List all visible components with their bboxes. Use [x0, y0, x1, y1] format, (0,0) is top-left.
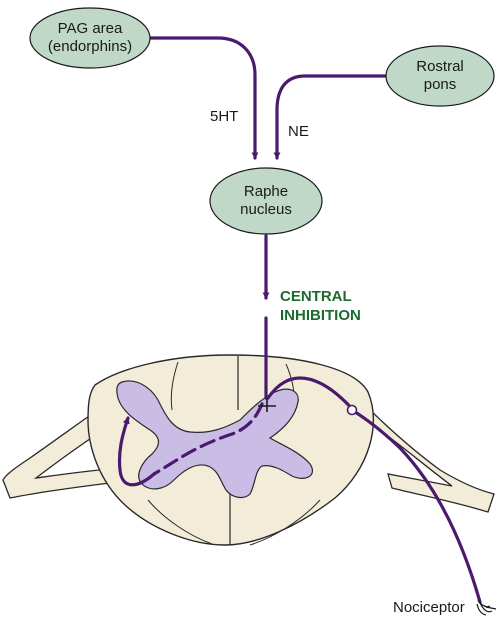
- pag-label-line2: (endorphins): [48, 38, 132, 55]
- white-matter-column-line: [170, 361, 179, 411]
- ascending-tract: [117, 416, 156, 487]
- pag-to-raphe-pathway: [148, 36, 259, 160]
- ganglion-cell-body: [346, 404, 358, 416]
- nociceptor-afferent-fiber: [266, 376, 482, 604]
- white-matter-column-line: [249, 499, 321, 546]
- spinal-cord-section: [2, 354, 495, 546]
- norepinephrine-label: NE: [288, 123, 309, 140]
- white-matter-column-line: [147, 499, 213, 545]
- raphe-label-line2: nucleus: [240, 201, 292, 218]
- raphe-label-line1: Raphe: [244, 183, 288, 200]
- pons-to-raphe-pathway: [273, 74, 390, 160]
- rostral-label-line2: pons: [424, 76, 457, 93]
- nociceptor-ending-icon: [476, 599, 497, 616]
- pathways: [117, 36, 482, 604]
- pag-label-line1: PAG area: [58, 20, 123, 37]
- nociceptor-label: Nociceptor: [393, 599, 465, 616]
- rostral-pons-node: Rostral pons: [385, 45, 495, 107]
- central-inhibition-line2: INHIBITION: [280, 307, 361, 324]
- rostral-label-line1: Rostral: [416, 58, 464, 75]
- pag-area-node: PAG area (endorphins): [29, 7, 151, 69]
- central-inhibition-line1: CENTRAL: [280, 288, 352, 305]
- spinothalamic-crossing-fiber: [152, 402, 264, 476]
- raphe-nucleus-node: Raphe nucleus: [209, 167, 323, 235]
- synapse-marker: [258, 398, 276, 412]
- serotonin-label: 5HT: [210, 108, 238, 125]
